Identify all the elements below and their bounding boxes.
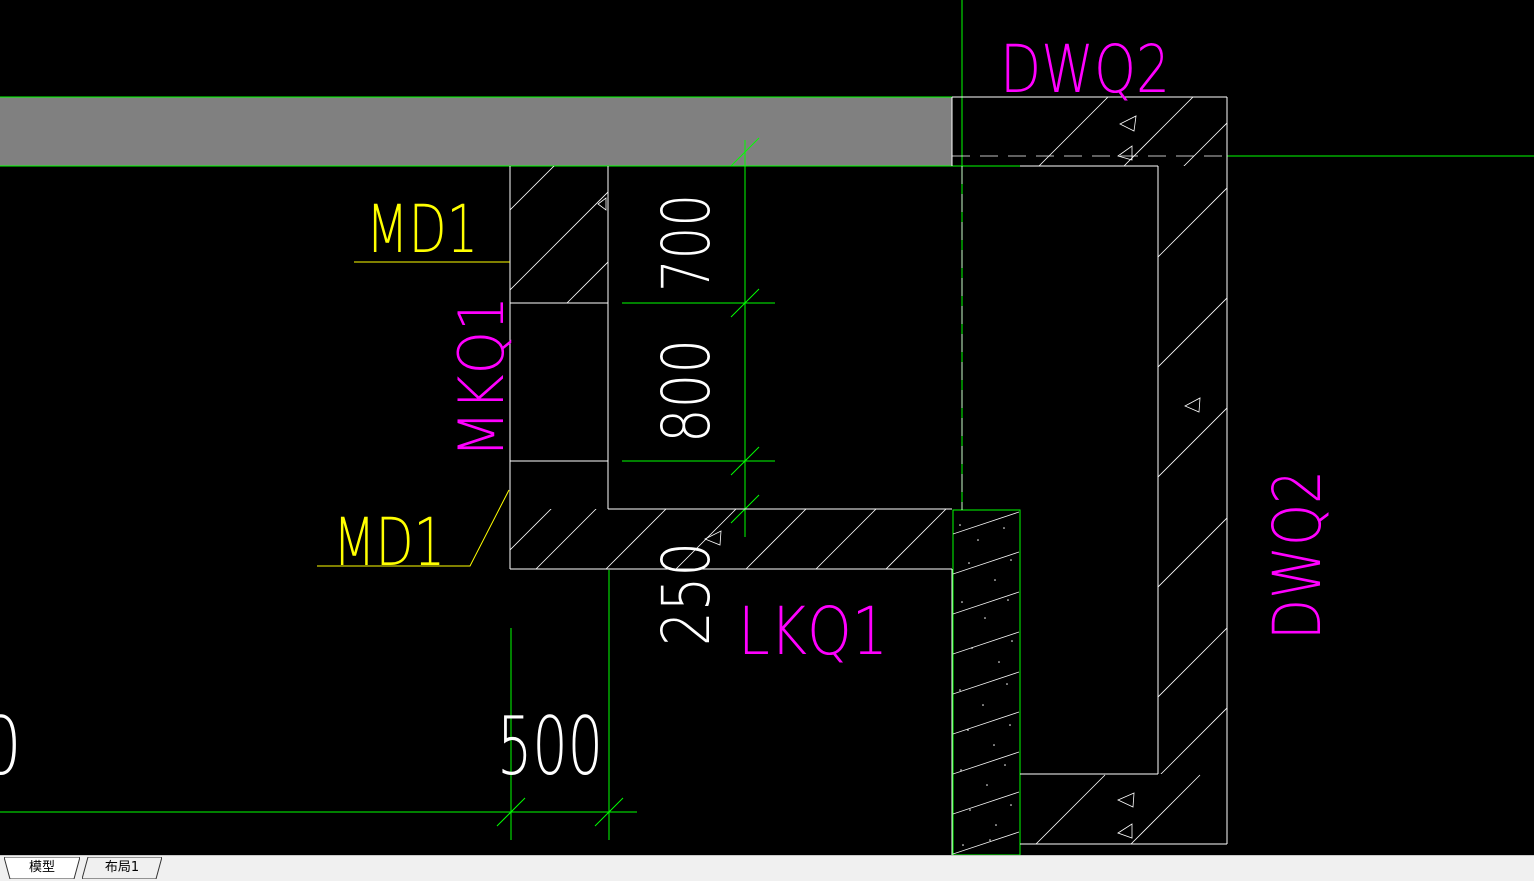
tab-layout1[interactable]: 布局1 [82,857,162,879]
label-mkq1: MKQ1 [445,296,518,458]
label-md1-top: MD1 [366,191,478,268]
tab-model[interactable]: 模型 [4,857,80,879]
layout-tab-bar: 模型 布局1 [0,855,1534,881]
label-dwq2-right: DWQ2 [1259,470,1336,640]
dim-700: 700 [648,194,725,292]
dim-cut-off: 0 [0,700,22,793]
leader-lines [317,261,510,567]
label-md1-bottom: MD1 [333,504,445,581]
label-lkq1: LKQ1 [738,593,888,670]
tab-layout1-label: 布局1 [104,860,140,875]
drawing-svg[interactable]: DWQ2 MD1 MD1 MKQ1 LKQ1 DWQ2 700 800 250 … [0,0,1534,855]
column-hatch [953,511,1019,855]
dim-500: 500 [497,700,603,793]
gray-slab [0,97,952,166]
tab-layout1-shape [82,857,162,879]
wall-hatching [510,97,1227,844]
dim-800: 800 [648,339,725,443]
tab-model-label: 模型 [28,860,55,875]
column-dots [959,524,1013,846]
green-axis-lines [0,0,1534,855]
dim-250: 250 [648,542,725,646]
concrete-triangle-markers [597,115,1201,839]
wall-outlines [509,96,1228,855]
label-dwq2-top: DWQ2 [1000,31,1170,108]
tab-model-shape [4,857,80,879]
dashed-centerlines [952,155,1227,510]
drawing-canvas[interactable]: DWQ2 MD1 MD1 MKQ1 LKQ1 DWQ2 700 800 250 … [0,0,1534,855]
